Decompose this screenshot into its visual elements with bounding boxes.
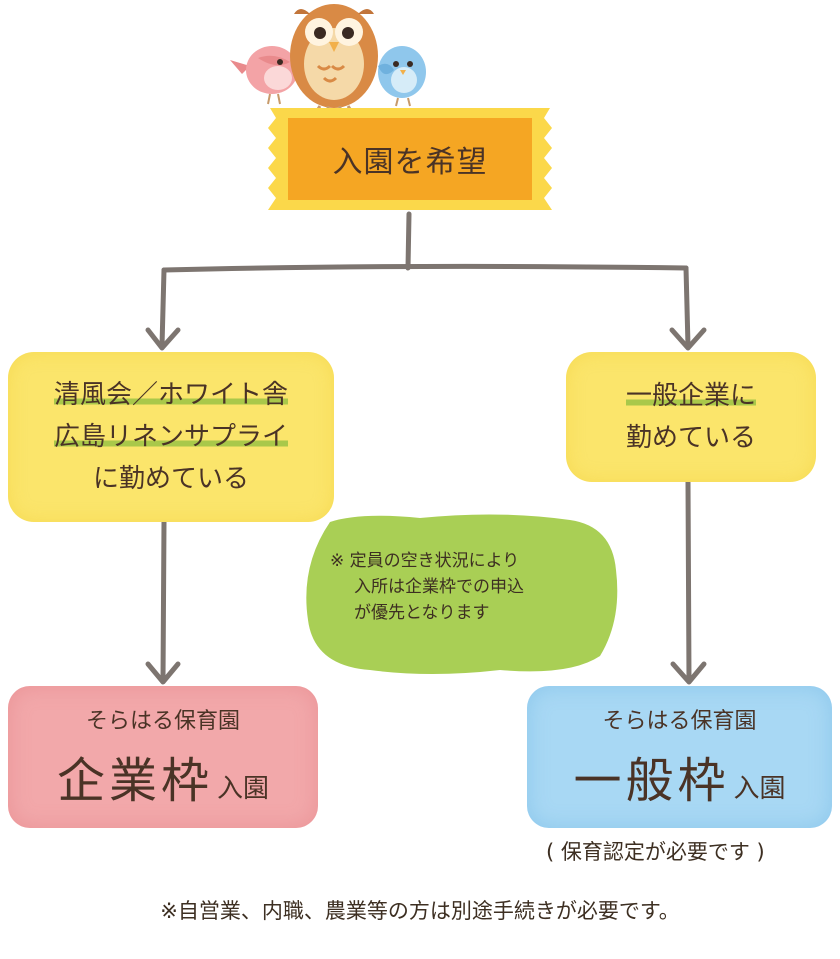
right-branch-box: 一般企業に 勤めている	[566, 352, 816, 482]
mascot-group	[230, 4, 426, 112]
left-branch-line-3: に勤めている	[92, 464, 249, 494]
connector-top-stem	[405, 211, 412, 271]
arrowhead-right-1	[669, 327, 707, 351]
general-slot-title-main: 一般枠	[573, 753, 730, 809]
top-label: 入園を希望	[332, 145, 488, 180]
connector-right-down	[683, 265, 691, 349]
pink-bird-icon	[230, 46, 302, 105]
corporate-slot-subtitle: そらはる保育園	[85, 709, 240, 734]
footnote: ※自営業、内職、農業等の方は別途手続きが必要です。	[160, 899, 680, 923]
note-bubble: ※ 定員の空き状況により 入所は企業枠での申込 が優先となります	[300, 510, 622, 678]
general-slot-subtitle: そらはる保育園	[602, 709, 757, 734]
note-line-2: 入所は企業枠での申込	[354, 577, 524, 597]
general-slot-requirement: ( 保育認定が必要です )	[546, 840, 765, 864]
blue-bird-icon	[378, 46, 426, 107]
general-slot-title: 一般枠入園	[573, 741, 785, 811]
general-slot-title-suffix: 入園	[733, 774, 786, 804]
arrowhead-left-1	[145, 327, 181, 351]
connector-left-down-2	[160, 519, 167, 683]
left-branch-line-2: 広島リネンサプライ	[53, 422, 288, 452]
note-text: ※ 定員の空き状況により 入所は企業枠での申込 が優先となります	[330, 548, 524, 626]
arrowhead-right-2	[670, 661, 707, 685]
connector-horizontal	[161, 263, 689, 273]
connector-right-down-2	[685, 479, 692, 683]
connector-left-down	[159, 267, 167, 349]
corporate-slot-title-main: 企業枠	[56, 753, 213, 809]
general-slot-box: そらはる保育園 一般枠入園	[527, 686, 832, 828]
arrowhead-left-2	[145, 661, 181, 685]
banner-shape	[268, 108, 552, 210]
left-branch-box: 清風会／ホワイト舎 広島リネンサプライ に勤めている	[8, 352, 334, 522]
corporate-slot-title: 企業枠入園	[57, 741, 269, 811]
note-bubble-shape	[306, 514, 618, 674]
corporate-slot-title-suffix: 入園	[217, 774, 270, 804]
note-line-3: が優先となります	[354, 603, 490, 623]
right-branch-line-1: 一般企業に	[625, 381, 756, 411]
top-banner: 入園を希望	[262, 104, 558, 214]
corporate-slot-box: そらはる保育園 企業枠入園	[8, 686, 318, 828]
note-line-1: ※ 定員の空き状況により	[330, 551, 520, 571]
owl-icon	[290, 4, 378, 112]
right-branch-line-2: 勤めている	[625, 423, 756, 453]
left-branch-line-1: 清風会／ホワイト舎	[53, 380, 288, 410]
